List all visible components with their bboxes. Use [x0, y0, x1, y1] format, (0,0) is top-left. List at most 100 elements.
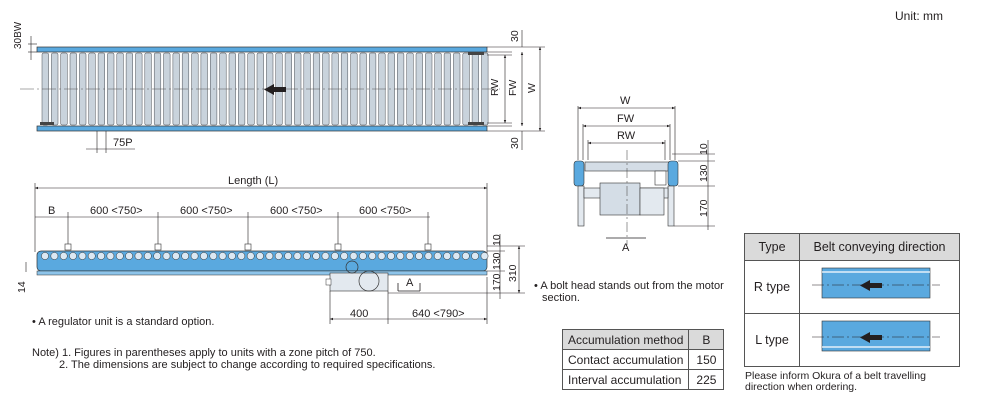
- side-roller: [368, 252, 377, 260]
- type-label: L type: [744, 313, 800, 367]
- section-frame-right: [667, 160, 679, 187]
- side-roller: [153, 252, 162, 260]
- side-roller: [274, 252, 283, 260]
- unit-label: Unit: mm: [895, 9, 943, 23]
- dim-640-label: 640 <790>: [412, 308, 465, 320]
- side-roller: [256, 252, 264, 260]
- bolt-note: • A bolt head stands out from the motor: [534, 280, 724, 292]
- accumulation-table: Accumulation method B Contact accumulati…: [561, 329, 725, 390]
- side-roller: [209, 252, 218, 260]
- side-roller: [359, 252, 367, 260]
- side-roller: [302, 252, 311, 260]
- dim-14-label: 14: [16, 281, 28, 293]
- side-roller: [265, 252, 274, 260]
- side-roller: [433, 252, 442, 260]
- dim-130-label: 130: [491, 252, 503, 270]
- direction-note-1: Please inform Okura of a belt travelling: [745, 370, 926, 382]
- section-dim-10-label: 10: [698, 143, 710, 155]
- bw-label: 30BW: [13, 21, 24, 49]
- w-label: W: [526, 83, 538, 93]
- table-row: R type: [744, 260, 960, 314]
- side-roller: [106, 252, 115, 260]
- side-roller: [41, 252, 49, 260]
- zone-ticks: [67, 212, 429, 244]
- dim-30-bottom-label: 30: [509, 137, 521, 149]
- bolt-note-2: section.: [542, 292, 580, 304]
- zone-sensor: [334, 243, 342, 251]
- section-view-label: A: [622, 242, 630, 254]
- side-roller: [405, 252, 414, 260]
- section-a-label: A: [406, 277, 414, 289]
- table-row: Interval accumulation 225: [561, 369, 725, 390]
- side-roller: [387, 252, 395, 260]
- zone-sensors: [64, 243, 432, 251]
- motor-pulley: [358, 270, 380, 292]
- zone-label: 600 <750>: [90, 205, 143, 217]
- zone-sensor: [244, 243, 252, 251]
- dim-10-label: 10: [491, 234, 503, 246]
- top-roller: [387, 52, 395, 126]
- zone-label: 600 <750>: [270, 205, 323, 217]
- note-1: Note) 1. Figures in parentheses apply to…: [32, 347, 376, 359]
- side-roller: [237, 252, 246, 260]
- direction-note-2: direction when ordering.: [745, 381, 858, 393]
- fw-label: FW: [507, 79, 519, 96]
- side-rollers: [41, 252, 489, 260]
- dim-170-label: 170: [491, 273, 503, 291]
- side-roller: [190, 252, 199, 260]
- side-roller: [181, 252, 190, 260]
- side-roller: [78, 252, 87, 260]
- side-roller: [69, 252, 77, 260]
- dim-310-label: 310: [507, 264, 519, 282]
- direction-table: Type Belt conveying direction R type L t…: [744, 233, 960, 367]
- side-roller: [396, 252, 405, 260]
- side-roller: [97, 252, 105, 260]
- section-fw-label: FW: [617, 113, 635, 125]
- side-roller: [59, 252, 68, 260]
- regulator-note: • A regulator unit is a standard option.: [32, 316, 215, 328]
- section-w-label: W: [620, 95, 631, 107]
- top-view: [20, 30, 545, 153]
- section-frame-left: [573, 160, 585, 187]
- section-dim-170-label: 170: [698, 199, 710, 217]
- pitch-label: 75P: [113, 137, 133, 149]
- flow-arrow-icon: [264, 84, 286, 95]
- side-roller: [134, 252, 143, 260]
- side-roller: [246, 252, 255, 260]
- side-roller: [200, 252, 208, 260]
- type-label: R type: [744, 260, 800, 314]
- table-header: Type: [744, 233, 800, 261]
- side-roller: [443, 252, 451, 260]
- zone-sensor: [154, 243, 162, 251]
- side-roller: [228, 252, 236, 260]
- table-row: Contact accumulation 150: [561, 349, 725, 370]
- zone-sensor: [64, 243, 72, 251]
- side-roller: [321, 252, 330, 260]
- table-header: B: [688, 329, 725, 350]
- side-roller: [415, 252, 423, 260]
- section-dim-130-label: 130: [698, 164, 710, 182]
- bracket: [40, 122, 54, 125]
- side-roller: [471, 252, 479, 260]
- zone-sensor: [424, 243, 432, 251]
- bracket: [468, 52, 484, 55]
- section-rw-label: RW: [617, 130, 636, 142]
- side-roller: [349, 252, 358, 260]
- side-roller: [125, 252, 133, 260]
- rw-label: RW: [489, 78, 501, 96]
- side-roller: [218, 252, 227, 260]
- zone-label: 600 <750>: [359, 205, 412, 217]
- side-roller: [461, 252, 470, 260]
- side-roller: [312, 252, 321, 260]
- dim-400-label: 400: [350, 308, 369, 320]
- top-frame-rail: [36, 46, 488, 53]
- side-roller: [293, 252, 302, 260]
- zone-label: 600 <750>: [180, 205, 233, 217]
- side-roller: [143, 252, 152, 260]
- side-roller: [377, 252, 386, 260]
- length-label: Length (L): [228, 175, 279, 187]
- side-roller: [480, 252, 489, 260]
- side-roller: [162, 252, 171, 260]
- side-view: [25, 183, 525, 324]
- section-motor: [599, 182, 641, 216]
